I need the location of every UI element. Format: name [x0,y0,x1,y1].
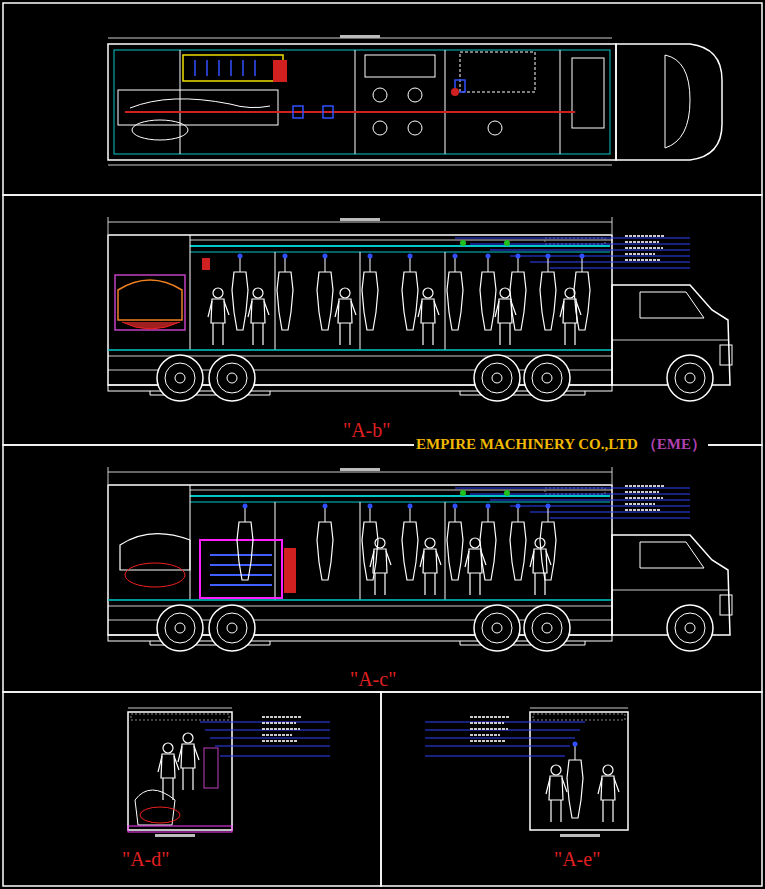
view-label: "A-c" [348,668,398,691]
company-name: EMPIRE MACHINERY CO.,LTD [414,436,640,453]
view-label: "A-b" [341,419,392,442]
view-label: "A-e" [552,848,602,871]
company-abbreviation: （EME） [640,436,708,453]
view-label: "A-d" [120,848,171,871]
